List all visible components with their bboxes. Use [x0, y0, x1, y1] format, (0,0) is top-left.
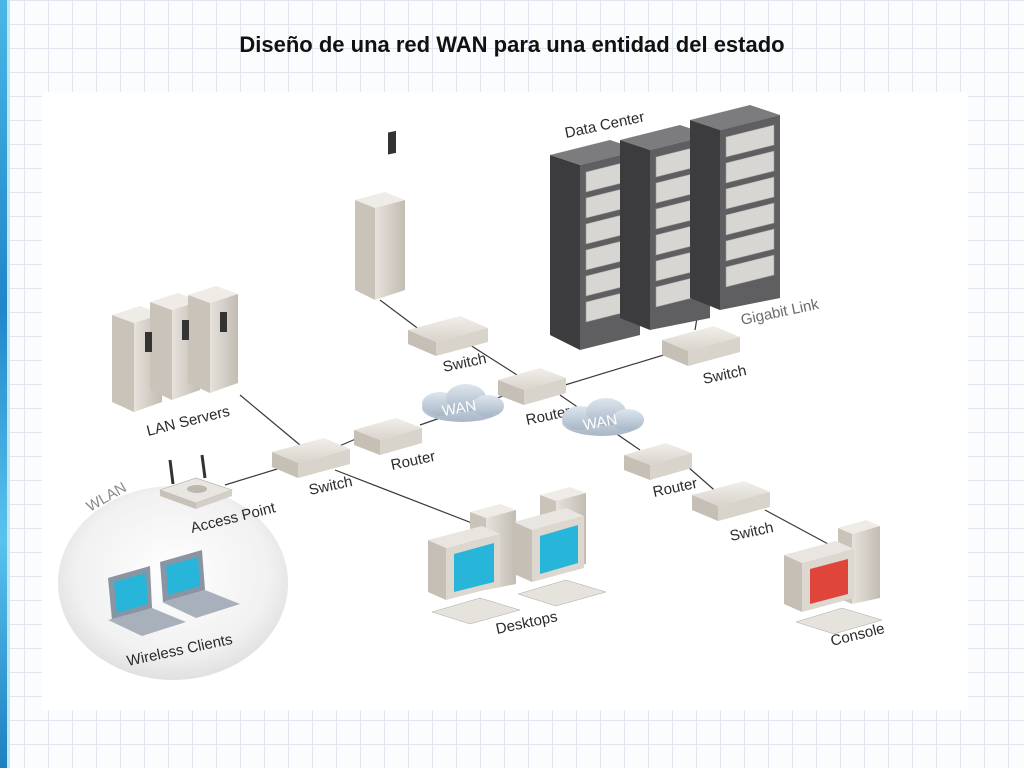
switch-datacenter-box	[662, 326, 740, 366]
left-accent-bar	[0, 0, 7, 768]
switch-top-box	[408, 316, 488, 356]
switch-top-label: Switch	[441, 350, 488, 376]
lan-servers-label: LAN Servers	[145, 403, 232, 440]
router-left-box	[354, 418, 422, 455]
router-right-box	[624, 443, 692, 480]
switch-left-label: Switch	[307, 473, 354, 499]
data-center-racks	[550, 105, 780, 350]
slide-title: Diseño de una red WAN para una entidad d…	[239, 32, 785, 57]
switch-datacenter-label: Switch	[701, 362, 748, 388]
wan-cloud-left	[422, 384, 504, 422]
console-workstation	[784, 520, 883, 635]
left-accent-stripe	[7, 0, 10, 768]
access-point	[159, 454, 233, 509]
wireless-clients	[108, 550, 240, 636]
router-center-box	[498, 368, 566, 405]
lan-servers	[112, 286, 238, 412]
switch-left-box	[272, 438, 350, 478]
desktops	[428, 487, 607, 625]
router-left-label: Router	[389, 448, 437, 474]
top-server-tower	[355, 130, 405, 300]
switch-right-label: Switch	[728, 519, 775, 545]
wan-right-label: WAN	[582, 411, 619, 434]
wan-left-label: WAN	[441, 397, 478, 420]
wan-cloud-right	[562, 398, 644, 436]
switch-right-box	[692, 481, 770, 521]
router-right-label: Router	[651, 475, 699, 501]
